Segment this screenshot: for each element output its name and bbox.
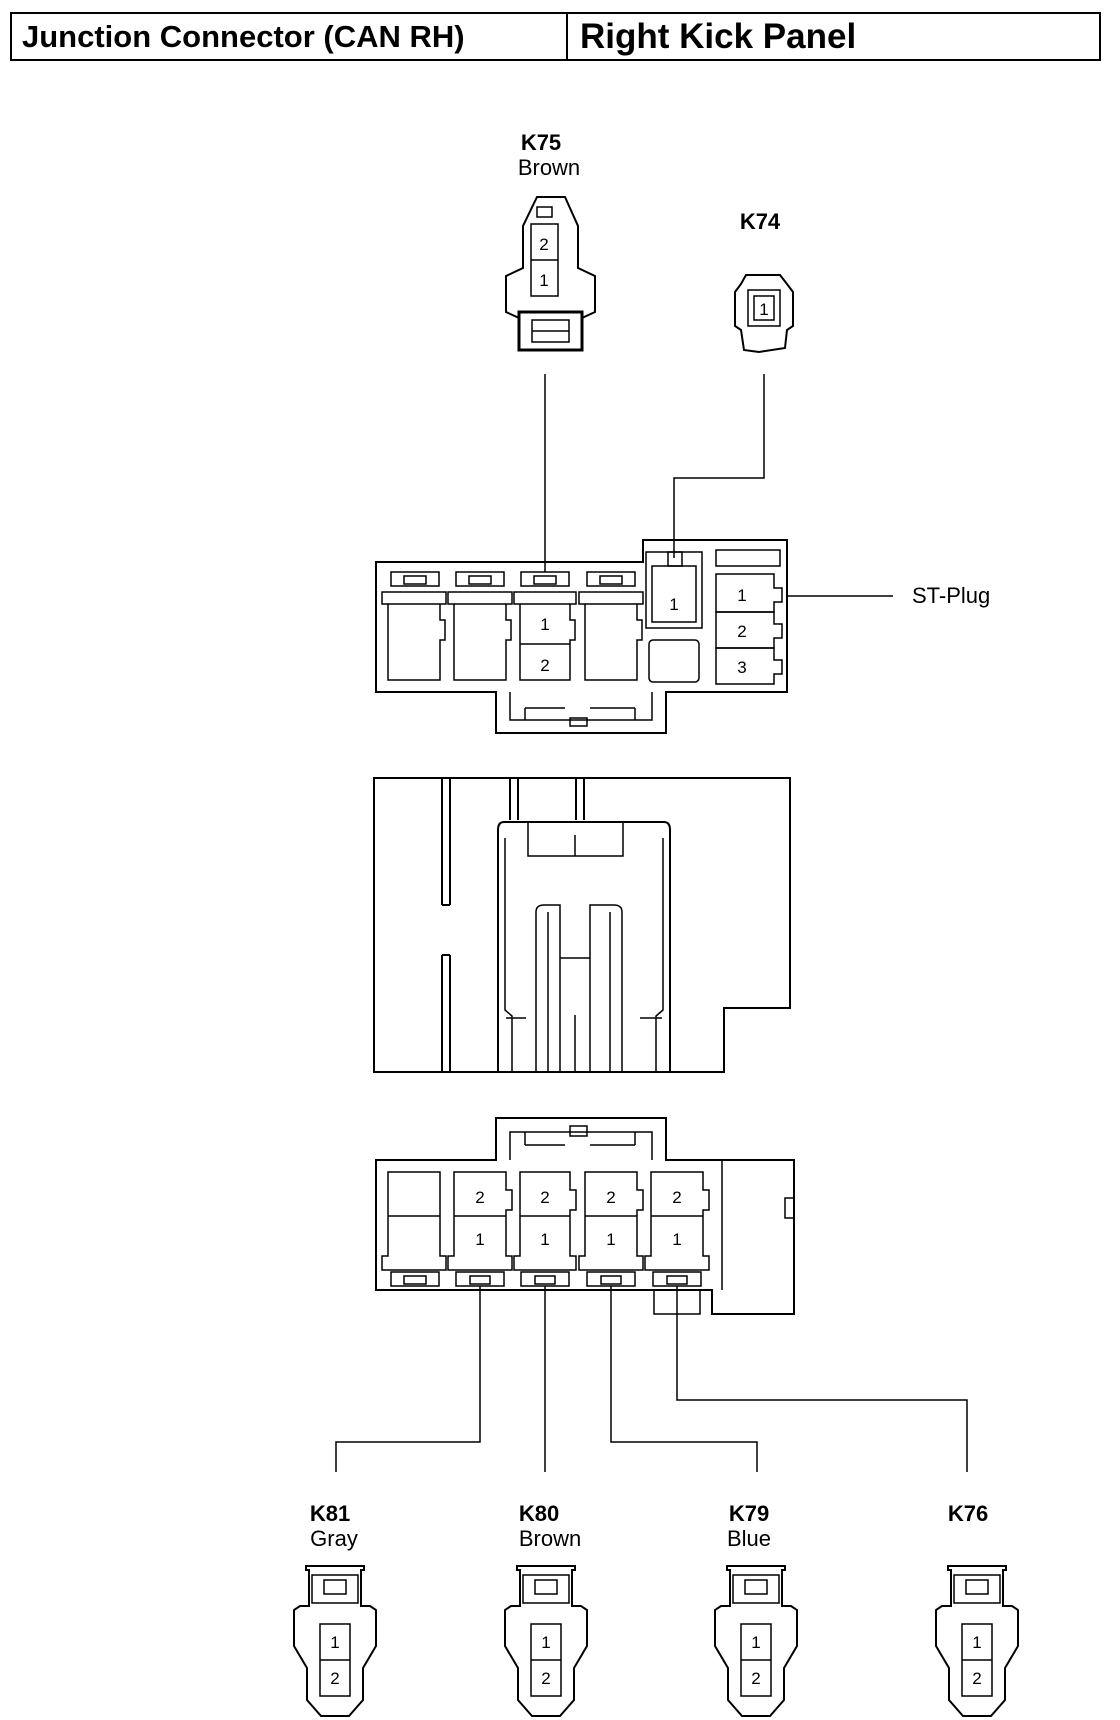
lower-cavity-3-pin-1: 1 bbox=[606, 1230, 615, 1249]
junction-block-upper: 1 2 1 1 2 3 bbox=[375, 539, 788, 734]
k79-pin-1: 1 bbox=[751, 1633, 760, 1652]
k81-pin-2: 2 bbox=[330, 1669, 339, 1688]
connector-k80: K80 Brown 1 2 bbox=[504, 1501, 588, 1717]
k76-pin-1: 1 bbox=[972, 1633, 981, 1652]
connector-k76: K76 1 2 bbox=[935, 1501, 1019, 1717]
connector-k79: K79 Blue 1 2 bbox=[714, 1501, 798, 1717]
st-plug-pin-1: 1 bbox=[737, 586, 746, 605]
k74-id: K74 bbox=[740, 209, 781, 234]
k75-pin-2: 2 bbox=[539, 235, 548, 254]
connector-k81: K81 Gray 1 2 bbox=[293, 1501, 377, 1717]
k76-id: K76 bbox=[948, 1501, 988, 1526]
lower-cavity-1-pin-1: 1 bbox=[475, 1230, 484, 1249]
st-plug-label: ST-Plug bbox=[912, 583, 990, 608]
diagram-title: Junction Connector (CAN RH) bbox=[12, 14, 568, 59]
connector-k75: K75 Brown 2 1 bbox=[505, 130, 596, 352]
lower-cavity-3-pin-2: 2 bbox=[606, 1188, 615, 1207]
lower-cavity-4-pin-2: 2 bbox=[672, 1188, 681, 1207]
k74-pin-1: 1 bbox=[759, 300, 768, 319]
k81-pin-1: 1 bbox=[330, 1633, 339, 1652]
diagram-location: Right Kick Panel bbox=[580, 16, 857, 56]
k79-pin-2: 2 bbox=[751, 1669, 760, 1688]
k79-color: Blue bbox=[727, 1526, 771, 1551]
connector-k74: K74 1 bbox=[734, 209, 794, 354]
k80-pin-2: 2 bbox=[541, 1669, 550, 1688]
k80-id: K80 bbox=[519, 1501, 559, 1526]
st-plug-pin-3: 3 bbox=[737, 658, 746, 677]
st-plug-pin-2: 2 bbox=[737, 622, 746, 641]
k80-color: Brown bbox=[519, 1526, 581, 1551]
k75-color: Brown bbox=[518, 155, 580, 180]
diagram-header: Junction Connector (CAN RH) Right Kick P… bbox=[10, 12, 1101, 61]
k81-id: K81 bbox=[310, 1501, 350, 1526]
lower-cavity-2-pin-1: 1 bbox=[540, 1230, 549, 1249]
k75-pin-1: 1 bbox=[539, 271, 548, 290]
k80-pin-1: 1 bbox=[541, 1633, 550, 1652]
k76-pin-2: 2 bbox=[972, 1669, 981, 1688]
upper-cavity-pin-2: 2 bbox=[540, 656, 549, 675]
lower-cavity-2: 2 1 bbox=[513, 1171, 577, 1287]
lower-cavity-1-pin-2: 2 bbox=[475, 1188, 484, 1207]
k79-id: K79 bbox=[729, 1501, 769, 1526]
upper-k74-pin-1: 1 bbox=[669, 595, 678, 614]
junction-block-lower: 2 1 2 1 2 1 2 1 bbox=[375, 1117, 795, 1315]
lower-cavity-3: 2 1 bbox=[578, 1171, 644, 1287]
k81-color: Gray bbox=[310, 1526, 358, 1551]
lower-cavity-2-pin-2: 2 bbox=[540, 1188, 549, 1207]
lower-cavity-4-pin-1: 1 bbox=[672, 1230, 681, 1249]
upper-cavity-pin-1: 1 bbox=[540, 615, 549, 634]
lower-cavity-1: 2 1 bbox=[447, 1171, 513, 1287]
k75-id: K75 bbox=[521, 130, 561, 155]
junction-block-middle bbox=[373, 777, 791, 1073]
